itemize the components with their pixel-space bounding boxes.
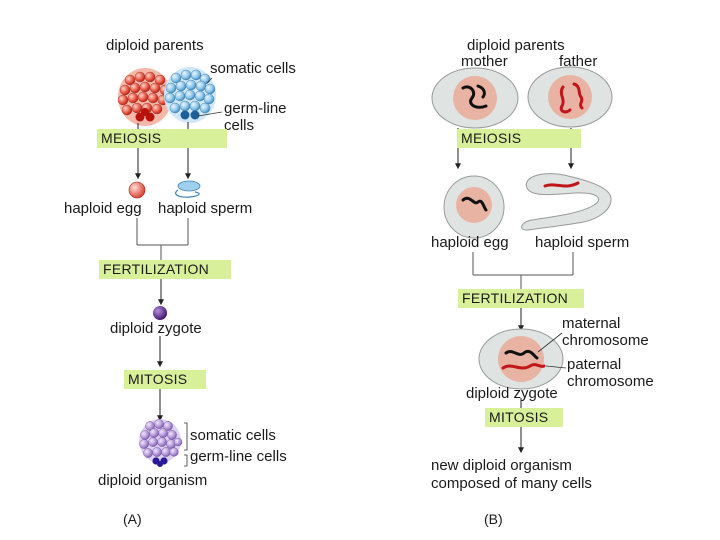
maternal-cell-cluster [117, 68, 172, 126]
panel-b-father-label: father [559, 53, 598, 70]
haploid-sperm-cell [521, 173, 612, 231]
haploid-egg-cell [128, 181, 146, 199]
diploid-zygote-cell [478, 328, 564, 390]
panel-b-meiosis-stage: MEIOSIS [457, 129, 581, 148]
panel-a-fertilization-stage: FERTILIZATION [99, 260, 231, 279]
panel-b-diploid-parents-label: diploid parents [467, 37, 565, 54]
haploid-sperm-cell [175, 180, 201, 198]
panel-a-somatic-cells-bottom-label: somatic cells [190, 427, 276, 444]
panel-a-somatic-cells-label: somatic cells [210, 60, 296, 77]
panel-a-diploid-zygote-label: diploid zygote [110, 320, 202, 337]
panel-b-maternal-chromosome-label: maternal chromosome [562, 315, 649, 349]
panel-a-art [117, 67, 223, 467]
panel-a-germ-line-cells-bottom-label: germ-line cells [190, 448, 287, 465]
panel-b-mother-label: mother [461, 53, 508, 70]
panel-b-haploid-egg-label: haploid egg [431, 234, 509, 251]
panel-b-mitosis-stage: MITOSIS [485, 408, 563, 427]
panel-a-diploid-organism-label: diploid organism [98, 472, 208, 489]
panel-b-new-organism-label: new diploid organism composed of many ce… [431, 457, 592, 492]
panel-a-haploid-sperm-label: haploid sperm [158, 200, 253, 217]
panel-a-mitosis-stage: MITOSIS [124, 370, 206, 389]
paternal-cell-cluster [164, 67, 216, 123]
panel-a-meiosis-stage: MEIOSIS [97, 129, 227, 148]
panel-b-fertilization-stage: FERTILIZATION [458, 289, 584, 308]
haploid-egg-cell [443, 175, 505, 239]
diploid-zygote-cell [153, 306, 167, 320]
panel-a-haploid-egg-label: haploid egg [64, 200, 142, 217]
panel-b-haploid-sperm-label: haploid sperm [535, 234, 630, 251]
panel-b-paternal-chromosome-label: paternal chromosome [567, 356, 654, 390]
panel-a-caption: (A) [123, 511, 142, 527]
panel-b-caption: (B) [484, 511, 503, 527]
panel-a-germ-line-cells-label: germ-line cells [224, 100, 287, 134]
father-cell [527, 66, 613, 128]
panel-b-art [431, 66, 613, 454]
diploid-organism-cluster [139, 419, 183, 467]
panel-a-diploid-parents-label: diploid parents [106, 37, 204, 54]
panel-b-diploid-zygote-label: diploid zygote [466, 385, 558, 402]
mother-cell [431, 67, 519, 129]
